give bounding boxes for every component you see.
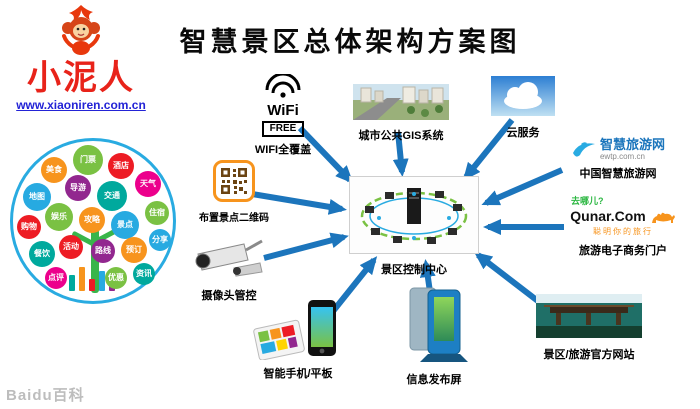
- ewtp-logo-text: 智慧旅游网: [599, 137, 665, 152]
- qrcode-label: 布置景点二维码: [199, 213, 269, 224]
- tag-bubble: 景点: [111, 211, 139, 239]
- tag-bubble: 优惠: [105, 267, 127, 289]
- baike-watermark: Baidu百科: [6, 387, 85, 404]
- chart-bar: [79, 267, 85, 291]
- mascot-monkey-icon: [62, 5, 100, 55]
- tag-bubble: 天气: [135, 171, 161, 197]
- cloud-service-image: [491, 76, 555, 116]
- tree-trunk: [91, 229, 99, 293]
- wifi-label: WIFI全覆盖: [254, 144, 312, 156]
- tag-bubble: 路线: [91, 239, 115, 263]
- tag-bubble: 地图: [23, 183, 51, 211]
- tag-bubble: 住宿: [145, 201, 169, 225]
- tag-bubble: 酒店: [108, 153, 134, 179]
- tag-bubble: 导游: [65, 175, 91, 201]
- ewtp-domain-text: ewtp.com.cn: [599, 152, 645, 162]
- chart-bar: [99, 271, 105, 291]
- brand-url: www.xiaoniren.com.cn: [16, 98, 146, 112]
- node-camera: 摄像头管控: [188, 238, 270, 303]
- smartphone-tablet-image: [252, 296, 344, 361]
- brand-name: 小泥人: [27, 59, 135, 97]
- ewtp-label: 中国智慧旅游网: [579, 168, 657, 181]
- wifi-free-text: FREE: [261, 121, 305, 137]
- camera-label: 摄像头管控: [201, 290, 257, 302]
- tag-bubble: 美食: [41, 157, 67, 183]
- camel-icon: [651, 212, 675, 223]
- qunar-slogan: 聪明你的旅行: [593, 227, 653, 236]
- node-ewtp: 智慧旅游网 ewtp.com.cn 中国智慧旅游网: [560, 137, 676, 181]
- brand-block: 小泥人 www.xiaoniren.com.cn: [6, 4, 156, 112]
- tag-bubble: 预订: [121, 237, 147, 263]
- node-website: 景区/旅游官方网站: [533, 294, 645, 362]
- website-label: 景区/旅游官方网站: [543, 349, 635, 361]
- tag-bubble: 娱乐: [45, 203, 73, 231]
- arrow-ewtp-to-center: [481, 167, 564, 206]
- info-kiosk-image: [398, 282, 470, 366]
- tag-bubble: 攻略: [79, 207, 105, 233]
- chart-bar: [69, 275, 75, 291]
- tag-cloud-tree: 门票 美食 酒店 地图 导游 交通 天气 购物 娱乐 攻略 景点 住宿 餐饮 活…: [10, 138, 176, 304]
- node-control-center: 景区控制中心: [348, 176, 480, 277]
- chart-bar: [89, 279, 95, 291]
- node-qrcode: 布置景点二维码: [190, 160, 278, 224]
- node-gis: 城市公共GIS系统: [352, 84, 450, 143]
- gis-city-image: [353, 84, 449, 120]
- tag-bubble: 分享: [149, 229, 171, 251]
- dolphin-icon: [572, 141, 595, 157]
- wifi-text: WiFi: [267, 102, 299, 119]
- cctv-camera-image: [190, 238, 268, 282]
- cloud-label: 云服务: [506, 127, 540, 139]
- gis-label: 城市公共GIS系统: [358, 130, 444, 142]
- qunar-logo-text: Qunar.Com: [570, 208, 646, 224]
- tag-bubble: 门票: [73, 145, 103, 175]
- tag-bubble: 资讯: [133, 263, 155, 285]
- node-qunar: 去哪儿? Qunar.Com 聪明你的旅行 旅游电子商务门户: [565, 194, 681, 258]
- node-kiosk: 信息发布屏: [388, 282, 480, 387]
- arrow-camera-to-center: [263, 232, 349, 261]
- tag-bubble: 餐饮: [29, 241, 55, 267]
- qunar-label: 旅游电子商务门户: [579, 245, 667, 257]
- page-title: 智慧景区总体架构方案图: [179, 27, 521, 57]
- node-wifi: WiFi FREE WIFI全覆盖: [240, 72, 326, 157]
- tag-bubble: 点评: [45, 267, 67, 289]
- qunar-cn-text: 去哪儿?: [571, 196, 604, 206]
- tag-bubble: 活动: [59, 235, 83, 259]
- official-website-image: [536, 294, 642, 338]
- wifi-icon: [265, 72, 301, 98]
- node-cloud: 云服务: [487, 76, 559, 140]
- control-center-image: [349, 176, 479, 254]
- control-center-label: 景区控制中心: [381, 264, 447, 276]
- tag-bubble: 交通: [97, 181, 127, 211]
- tag-bubble: 购物: [17, 215, 41, 239]
- qr-code-icon: [213, 160, 255, 202]
- node-mobile: 智能手机/平板: [246, 296, 350, 381]
- kiosk-label: 信息发布屏: [406, 374, 462, 386]
- mobile-label: 智能手机/平板: [263, 368, 333, 380]
